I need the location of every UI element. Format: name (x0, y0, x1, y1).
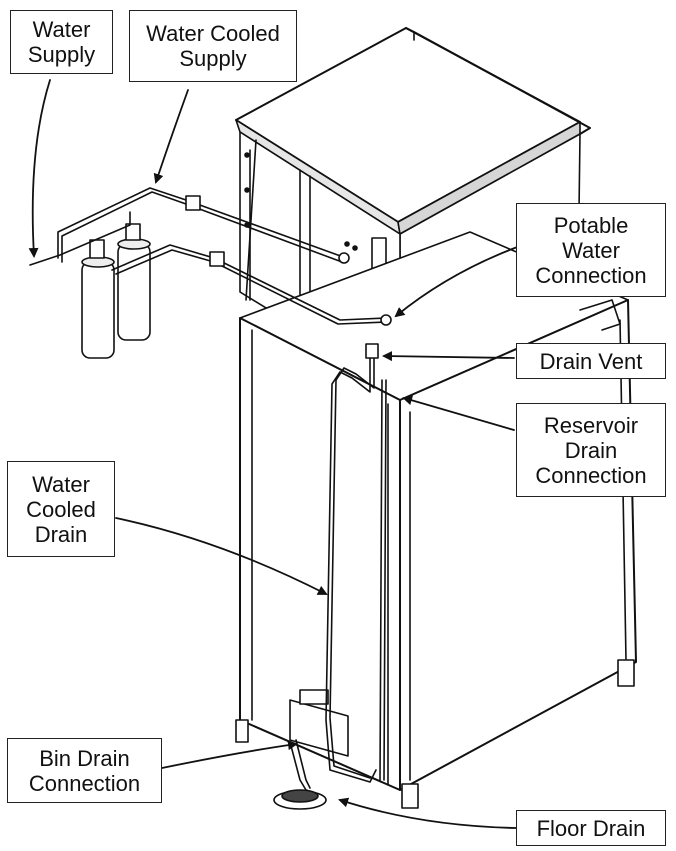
label-water-supply: Water Supply (10, 10, 113, 74)
drain-piping (273, 343, 387, 810)
leader-lines (28, 79, 521, 829)
label-reservoir-drain-connection: Reservoir Drain Connection (516, 403, 666, 497)
label-drain-vent: Drain Vent (516, 343, 666, 379)
label-bin-drain-connection: Bin Drain Connection (7, 738, 162, 803)
label-water-cooled-supply: Water Cooled Supply (129, 10, 297, 82)
label-water-cooled-drain: Water Cooled Drain (7, 461, 115, 557)
water-filter-assembly (29, 187, 392, 359)
label-floor-drain: Floor Drain (516, 810, 666, 846)
label-potable-water-connection: Potable Water Connection (516, 203, 666, 297)
storage-bin (235, 231, 637, 809)
